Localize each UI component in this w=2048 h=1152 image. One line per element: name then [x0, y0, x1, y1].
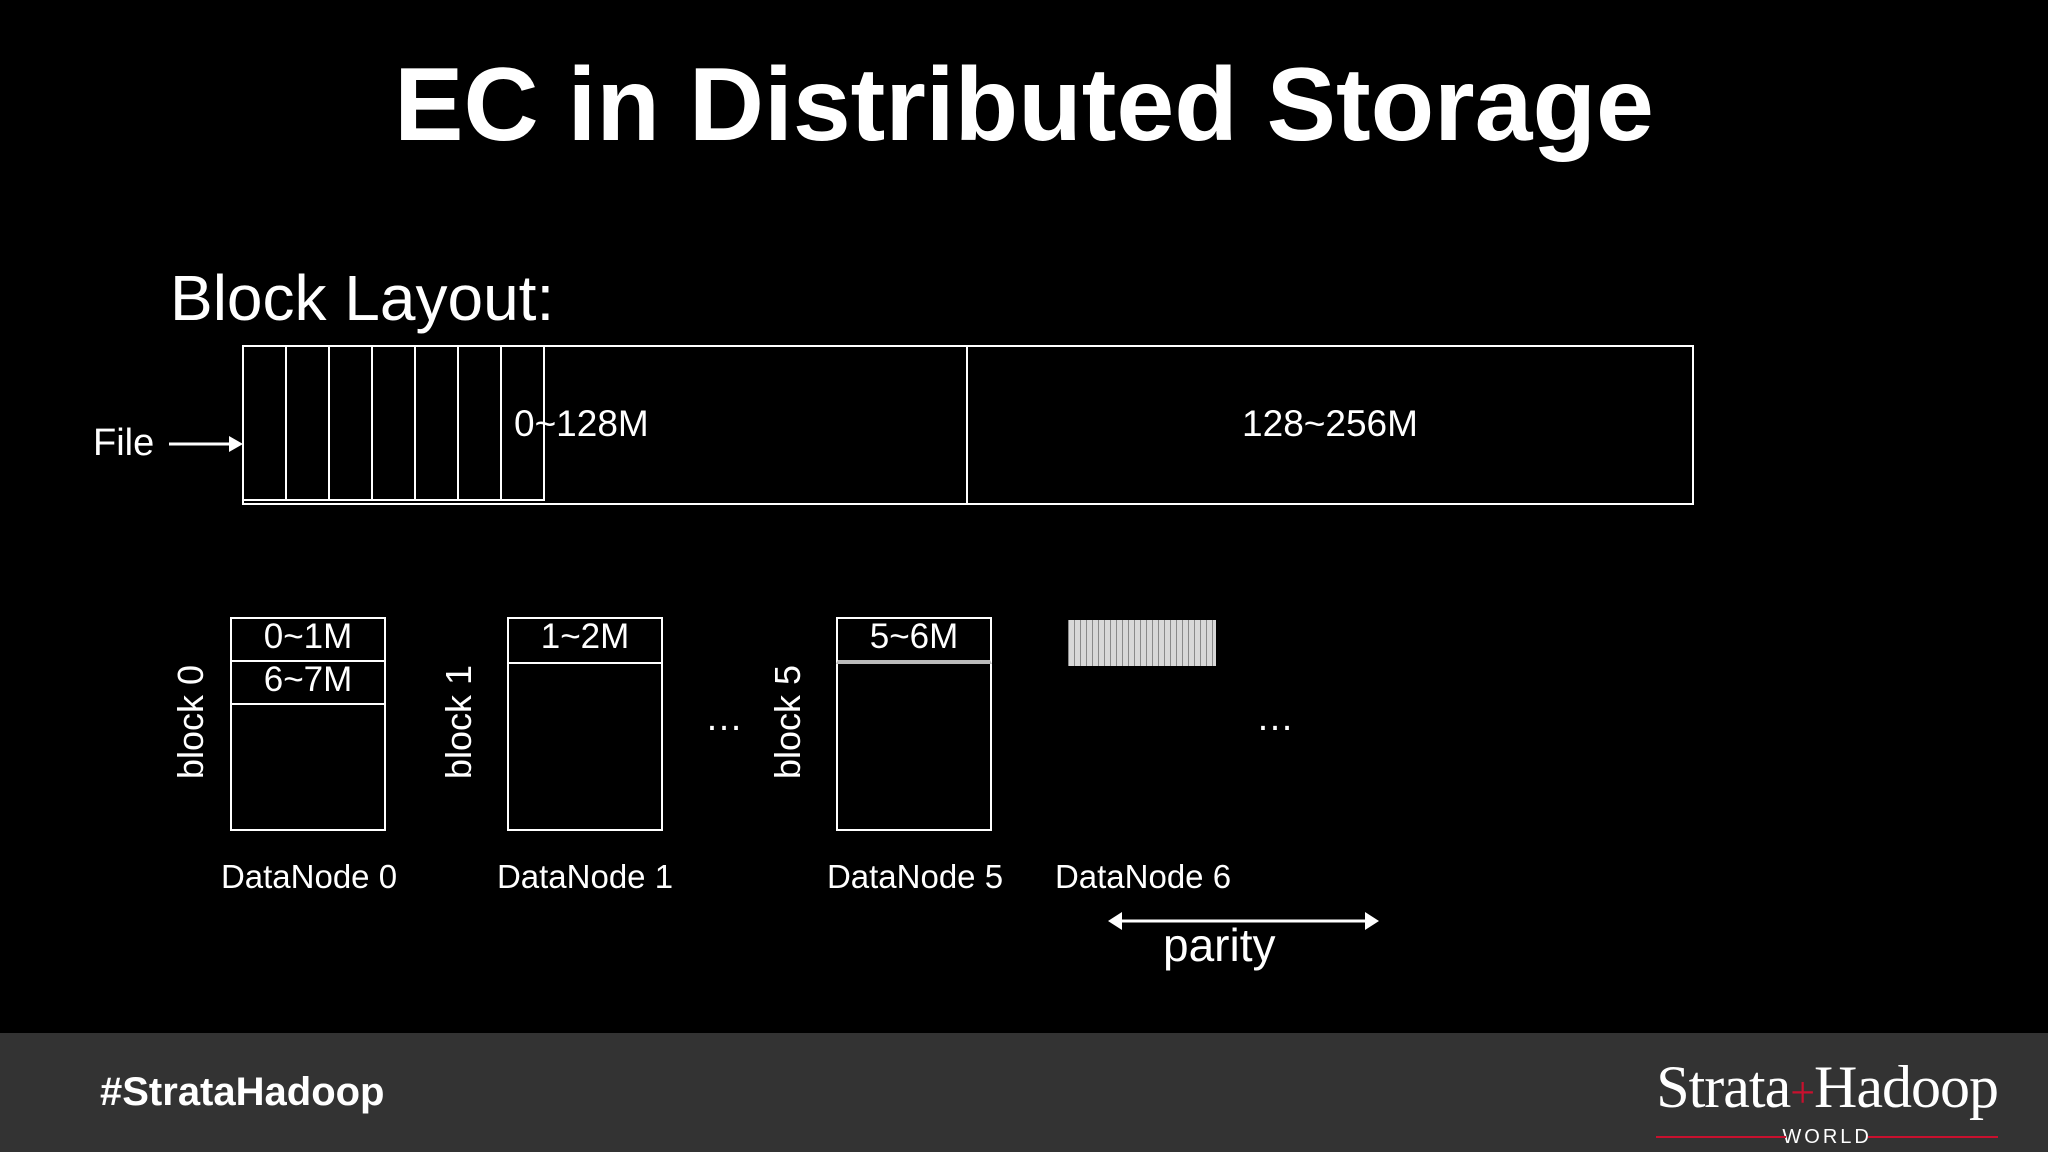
datanode-label-1: DataNode 1	[496, 858, 674, 895]
logo-sub-row: WORLD	[1656, 1125, 1998, 1149]
file-stripe-cell	[457, 345, 502, 501]
slide-title: EC in Distributed Storage	[394, 47, 1654, 163]
block-layout-heading: Block Layout:	[170, 262, 555, 334]
ellipsis-parity: …	[1256, 697, 1298, 739]
datanode-label-6: DataNode 6	[1054, 858, 1232, 895]
parity-label: parity	[1163, 919, 1276, 971]
file-stripe-cell	[414, 345, 459, 501]
file-stripe-cell	[242, 345, 287, 501]
footer-hashtag: #StrataHadoop	[100, 1070, 385, 1114]
file-segment-1	[966, 345, 1694, 505]
chunk-0-0: 0~1M	[230, 617, 386, 662]
file-stripe-cell	[500, 345, 545, 501]
chunk-5-0: 5~6M	[836, 617, 992, 664]
ellipsis-nodes: …	[705, 697, 747, 739]
logo-main-text: Strata+Hadoop	[1656, 1054, 1999, 1125]
file-stripe-cell	[328, 345, 373, 501]
logo-text-right: Hadoop	[1814, 1054, 1999, 1120]
logo-text-left: Strata	[1656, 1054, 1791, 1120]
chunk-0-1: 6~7M	[230, 660, 386, 705]
block-label-0: block 0	[170, 664, 211, 780]
chunk-1-0: 1~2M	[507, 617, 663, 664]
file-segment-label-1: 128~256M	[1242, 403, 1418, 444]
file-stripe-cell	[371, 345, 416, 501]
logo-rule-right	[1868, 1136, 1998, 1138]
datanode-label-0: DataNode 0	[220, 858, 398, 895]
file-stripe-cell	[285, 345, 330, 501]
parity-range-arrow-icon	[1108, 912, 1379, 930]
logo-sub-text: WORLD	[1782, 1126, 1872, 1148]
parity-chunk-icon	[1068, 620, 1216, 666]
block-label-5: block 5	[767, 664, 808, 780]
file-arrow-icon	[169, 436, 243, 452]
logo-plus-icon: +	[1790, 1068, 1815, 1117]
file-label: File	[93, 422, 155, 464]
block-label-1: block 1	[438, 664, 479, 780]
strata-hadoop-logo: Strata+Hadoop WORLD	[1656, 1054, 1999, 1149]
footer-bar: #StrataHadoop Strata+Hadoop WORLD	[0, 1033, 2048, 1152]
datanode-label-5: DataNode 5	[826, 858, 1004, 895]
file-segment-label-0: 0~128M	[514, 403, 649, 444]
logo-rule-left	[1656, 1136, 1787, 1138]
